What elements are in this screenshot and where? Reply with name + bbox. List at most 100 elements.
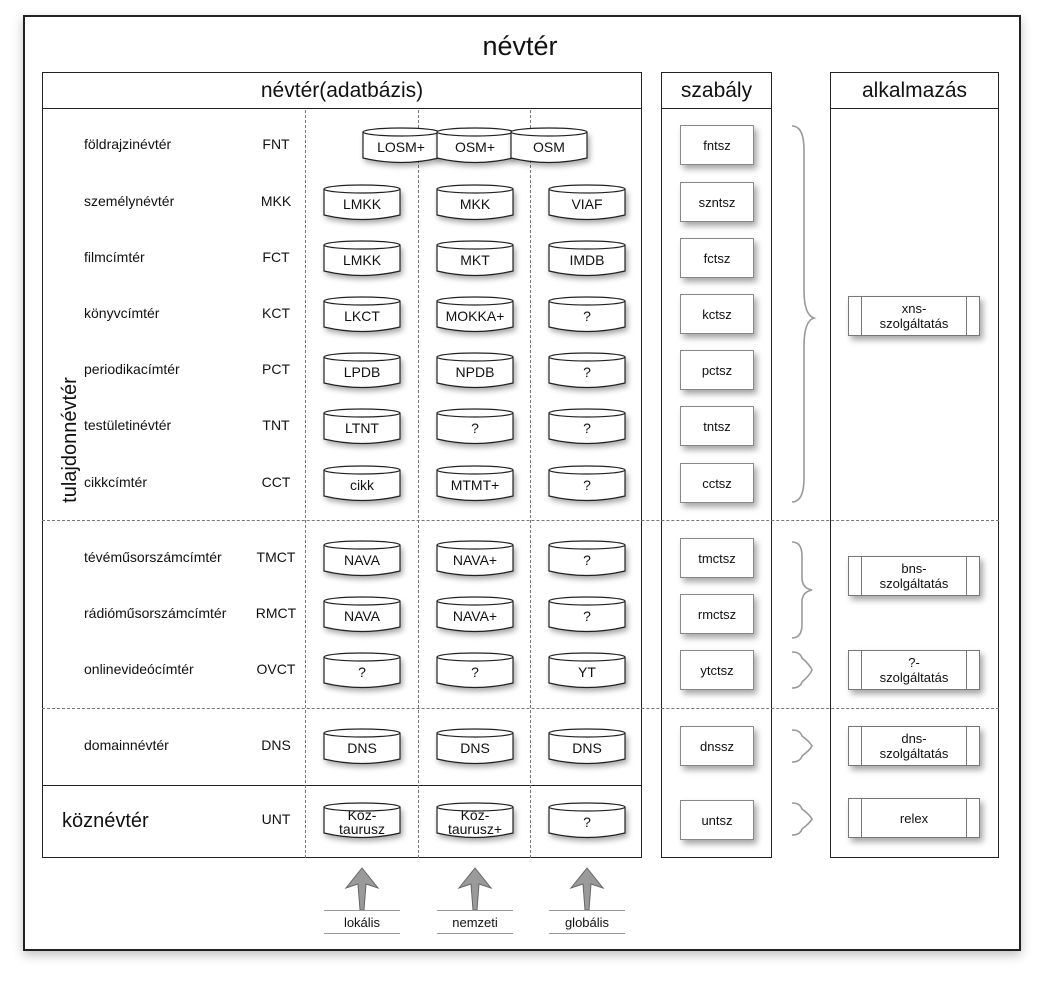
scope-label: nemzeti — [437, 910, 513, 934]
database-global: OSM — [510, 127, 588, 164]
database-local: LKCT — [323, 296, 401, 333]
row-name: testületinévtér — [84, 417, 172, 433]
column-line-3 — [530, 110, 531, 858]
service-box: relex — [848, 798, 980, 838]
row-name: személynévtér — [84, 193, 175, 209]
rules-header: szabály — [680, 79, 753, 102]
braces — [791, 125, 817, 836]
row-abbreviation: PCT — [262, 361, 290, 377]
row-name: tévéműsorszámcímtér — [84, 549, 222, 565]
database-national: MKK — [436, 184, 514, 221]
service-box: dns- szolgáltatás — [848, 726, 980, 766]
row-abbreviation: TMCT — [256, 549, 296, 565]
database-global: ? — [548, 802, 626, 839]
rule-box: tmctsz — [680, 538, 754, 578]
database-global: YT — [548, 652, 626, 689]
diagram-title: névtér — [482, 30, 558, 61]
database-local: NAVA — [323, 540, 401, 577]
scope-label: lokális — [324, 910, 400, 934]
row-abbreviation: TNT — [262, 417, 290, 433]
row-name: könyvcímtér — [84, 305, 160, 321]
application-header-line — [830, 108, 999, 109]
rule-box: fctsz — [680, 238, 754, 278]
database-national: DNS — [436, 728, 514, 765]
row-abbreviation: FCT — [262, 249, 290, 265]
database-local: cikk — [323, 465, 401, 502]
database-global: DNS — [548, 728, 626, 765]
application-header: alkalmazás — [861, 79, 968, 102]
row-abbreviation: RMCT — [255, 605, 297, 621]
row-abbreviation: DNS — [261, 737, 291, 753]
database-global: ? — [548, 596, 626, 633]
up-arrow-icon — [342, 866, 382, 912]
brace-proper-icon — [791, 125, 817, 503]
row-abbreviation: MKK — [260, 193, 292, 209]
rule-box: untsz — [680, 800, 754, 840]
database-global: ? — [548, 465, 626, 502]
database-local: DNS — [323, 728, 401, 765]
brace-broadcast-icon — [791, 541, 813, 639]
column-line-1 — [305, 110, 306, 858]
row-abbreviation: CCT — [261, 474, 291, 490]
database-national: Köz- taurusz+ — [436, 802, 514, 839]
brace-dns-icon — [791, 729, 813, 763]
database-global: IMDB — [548, 240, 626, 277]
separator-solid-common — [42, 785, 642, 786]
rule-box: pctsz — [680, 350, 754, 390]
rules-header-line — [661, 108, 772, 109]
database-national: NAVA+ — [436, 540, 514, 577]
rule-box: dnssz — [680, 726, 754, 766]
database-global: ? — [548, 296, 626, 333]
database-header-line — [42, 108, 642, 109]
separator-dashed-1 — [42, 520, 999, 521]
database-local: LPDB — [323, 352, 401, 389]
database-header: névtér(adatbázis) — [260, 79, 424, 102]
scope-label: globális — [549, 910, 625, 934]
database-local: ? — [323, 652, 401, 689]
rule-box: szntsz — [680, 182, 754, 222]
database-local: LMKK — [323, 240, 401, 277]
rule-box: cctsz — [680, 463, 754, 503]
rule-box: kctsz — [680, 294, 754, 334]
database-national: ? — [436, 408, 514, 445]
service-box: ?- szolgáltatás — [848, 650, 980, 690]
service-box: bns- szolgáltatás — [848, 556, 980, 596]
database-national: NAVA+ — [436, 596, 514, 633]
group-label-common: köznévtér — [62, 810, 149, 832]
database-local: NAVA — [323, 596, 401, 633]
row-name: földrajzinévtér — [84, 136, 172, 152]
database-global: VIAF — [548, 184, 626, 221]
up-arrow-icon — [455, 866, 495, 912]
database-national: MOKKA+ — [436, 296, 514, 333]
database-national: NPDB — [436, 352, 514, 389]
database-national: MTMT+ — [436, 465, 514, 502]
database-local: Köz- taurusz — [323, 802, 401, 839]
database-national: ? — [436, 652, 514, 689]
row-name: onlinevideócímtér — [84, 661, 194, 677]
group-label-proper: tulajdonnévtér — [58, 377, 81, 503]
service-box: xns- szolgáltatás — [848, 296, 980, 336]
database-local: LMKK — [323, 184, 401, 221]
row-name: rádióműsorszámcímtér — [84, 605, 227, 621]
database-national: OSM+ — [436, 127, 514, 164]
row-name: domainnévtér — [84, 737, 169, 753]
rule-box: rmctsz — [680, 594, 754, 634]
row-abbreviation: KCT — [262, 305, 290, 321]
row-abbreviation: FNT — [262, 136, 290, 152]
rule-box: ytctsz — [680, 650, 754, 690]
database-local: LOSM+ — [362, 127, 440, 164]
row-name: filmcímtér — [84, 249, 145, 265]
up-arrow-icon — [567, 866, 607, 912]
rule-box: tntsz — [680, 406, 754, 446]
database-national: MKT — [436, 240, 514, 277]
database-local: LTNT — [323, 408, 401, 445]
row-abbreviation: OVCT — [256, 661, 296, 677]
database-global: ? — [548, 352, 626, 389]
rule-box: fntsz — [680, 125, 754, 165]
separator-dashed-2 — [42, 708, 999, 709]
brace-video-icon — [791, 651, 813, 689]
row-name: periodikacímtér — [84, 361, 180, 377]
brace-common-icon — [791, 802, 813, 836]
column-line-2 — [418, 110, 419, 858]
database-global: ? — [548, 408, 626, 445]
